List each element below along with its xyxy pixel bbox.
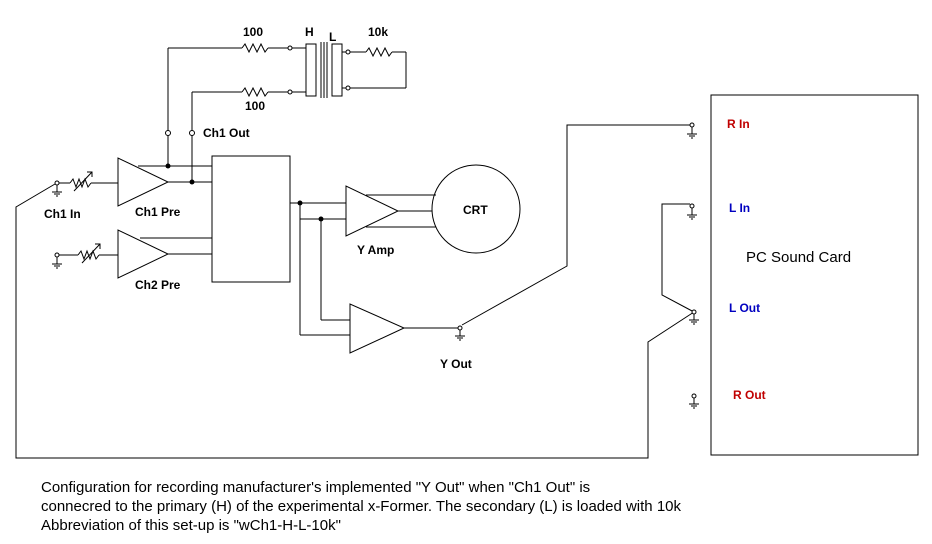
cable-l-out-loop	[15, 183, 695, 459]
l-out-jack	[689, 309, 699, 325]
caption: Configuration for recording manufacturer…	[41, 478, 921, 535]
caption-line-2: connecred to the primary (H) of the expe…	[41, 498, 682, 515]
ch1-gain-potentiometer	[69, 171, 118, 192]
ch2-input-jack	[52, 252, 78, 269]
y-amp-label: Y Amp	[357, 243, 394, 257]
block-output-wiring	[290, 200, 350, 336]
l-in-jack	[687, 203, 697, 220]
r-out-label: R Out	[733, 388, 766, 402]
caption-line-3: Abbreviation of this set-up is "wCh1-H-L…	[41, 517, 341, 534]
l-out-label: L Out	[729, 301, 760, 315]
crt-label: CRT	[463, 203, 488, 217]
transformer-h-label: H	[305, 25, 314, 39]
caption-line-1: Configuration for recording manufacturer…	[41, 479, 591, 496]
transformer	[305, 42, 343, 98]
ch2-preamp	[117, 229, 170, 279]
cable-y-out-to-r-in	[461, 124, 690, 326]
ch2-gain-potentiometer	[77, 243, 118, 264]
r-top-label: 100	[243, 25, 263, 39]
sound-card-label: PC Sound Card	[746, 249, 851, 266]
resistor-10k-load	[342, 46, 407, 91]
y-out-jack	[404, 325, 465, 341]
r-load-label: 10k	[368, 25, 388, 39]
y-out-amp	[349, 303, 406, 354]
transformer-l-label: L	[329, 30, 336, 44]
switching-block	[211, 155, 291, 283]
ch1-out-terminal-left	[165, 130, 171, 136]
ch2-pre-label: Ch2 Pre	[135, 278, 181, 292]
ch1-wiring	[138, 135, 212, 185]
r-in-jack	[687, 122, 697, 139]
sound-card-box	[710, 94, 919, 456]
ch1-in-label: Ch1 In	[44, 207, 81, 221]
crt-wiring	[366, 194, 436, 228]
y-out-label: Y Out	[440, 357, 472, 371]
r-out-jack	[689, 393, 699, 409]
ch1-out-terminal-right	[189, 130, 195, 136]
crt	[431, 164, 521, 254]
ch1-input-jack	[52, 180, 70, 197]
r-bottom-label: 100	[245, 99, 265, 113]
ch1-preamp	[117, 157, 170, 207]
ch2-wiring	[140, 237, 212, 255]
circuit-diagram: 100 100 H L 10k Ch1 Out Ch1 In Ch1 Pre	[15, 25, 919, 459]
cable-l-in-to-ch1-in	[661, 203, 695, 313]
ch1-out-label: Ch1 Out	[203, 126, 250, 140]
l-in-label: L In	[729, 201, 750, 215]
resistor-100-top	[167, 42, 306, 161]
ch1-pre-label: Ch1 Pre	[135, 205, 181, 219]
y-amp	[345, 185, 400, 237]
r-in-label: R In	[727, 117, 750, 131]
